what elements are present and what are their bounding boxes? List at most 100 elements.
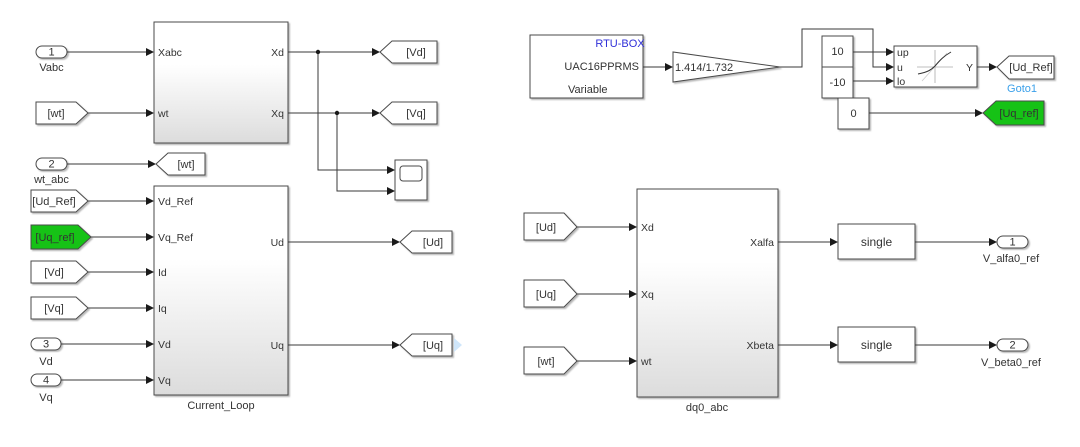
tag-label: [Vq]: [44, 303, 64, 315]
abc-to-dq-subsystem[interactable]: Xabc wt Xd Xq: [153, 21, 289, 144]
goto-tag-uq-ref[interactable]: [Uq_ref]: [982, 100, 1045, 126]
from-tag-wt-right[interactable]: [wt]: [523, 346, 578, 375]
rtu-box-block[interactable]: RTU-BOX UAC16PPRMS Variable: [529, 34, 645, 99]
convert-single-alfa[interactable]: single: [837, 223, 916, 260]
outport-name: V_beta0_ref: [981, 357, 1042, 369]
outport-number: 1: [1009, 237, 1015, 249]
inport-name: Vq: [39, 392, 52, 404]
port-label-xq: Xq: [271, 108, 284, 120]
convert-single-beta[interactable]: single: [837, 326, 916, 363]
from-tag-vd[interactable]: [Vd]: [30, 260, 89, 284]
port-label-wt: wt: [157, 108, 169, 120]
rtu-box-type: Variable: [568, 84, 608, 96]
port-label-xbeta: Xbeta: [747, 340, 775, 352]
tag-label: [wt]: [47, 108, 64, 120]
tag-label: [wt]: [177, 159, 194, 171]
inport-vd[interactable]: 3 Vd: [30, 337, 62, 368]
constant-zero[interactable]: 0: [837, 97, 870, 130]
inport-name: wt_abc: [33, 174, 69, 186]
tag-label: [Ud]: [423, 237, 443, 249]
port-label-u: u: [897, 62, 903, 74]
port-label-uq: Uq: [271, 340, 285, 352]
goto-tag-ud-ref[interactable]: [Ud_Ref] Goto1: [996, 55, 1055, 95]
goto-tag-vq[interactable]: [Vq]: [379, 101, 438, 125]
port-label-lo: lo: [897, 76, 905, 88]
tag-label: [Uq_ref]: [999, 108, 1038, 120]
branch-point: [334, 110, 340, 116]
port-label-ud: Ud: [271, 237, 285, 249]
from-tag-ud-ref[interactable]: [Ud_Ref]: [30, 189, 89, 213]
port-label-xalfa: Xalfa: [750, 237, 774, 249]
current-loop-subsystem[interactable]: Vd_Ref Vq_Ref Id Iq Vd Vq Ud Uq: [153, 185, 289, 396]
from-tag-uq[interactable]: [Uq]: [523, 279, 578, 308]
inport-number: 2: [48, 159, 54, 171]
from-tag-uq-ref[interactable]: [Uq_ref]: [30, 224, 92, 250]
tag-label: [Ud_Ref]: [32, 196, 75, 208]
gain-value: 1.414/1.732: [675, 62, 733, 74]
outport-v-alfa0-ref[interactable]: 1 V_alfa0_ref: [983, 235, 1040, 265]
goto-tag-vd[interactable]: [Vd]: [379, 40, 438, 64]
branch-point: [315, 49, 321, 55]
inport-number: 1: [48, 47, 54, 59]
constant-value: 10: [831, 46, 843, 58]
constant-value: 0: [850, 108, 856, 120]
branch-line-xq-scope[interactable]: [336, 113, 395, 195]
saturation-curve-icon: [917, 50, 953, 83]
scope-block[interactable]: [394, 159, 428, 201]
tag-label: [Vd]: [406, 47, 426, 59]
port-label-vd-ref: Vd_Ref: [158, 196, 193, 208]
inport-name: Vd: [39, 356, 52, 368]
goto-tag-wt[interactable]: [wt]: [155, 152, 206, 176]
selection-hint-icon: [454, 338, 462, 352]
inport-wt-abc[interactable]: 2 wt_abc: [33, 157, 69, 186]
from-tag-vq[interactable]: [Vq]: [30, 296, 89, 320]
inport-vq[interactable]: 4 Vq: [30, 373, 62, 404]
signal-line-gain-to-u[interactable]: [780, 28, 894, 71]
inport-vabc[interactable]: 1 Vabc: [35, 45, 68, 74]
tag-label: [Uq_ref]: [35, 232, 74, 244]
from-tag-wt[interactable]: [wt]: [35, 101, 89, 125]
outport-name: V_alfa0_ref: [983, 253, 1040, 265]
gain-block[interactable]: 1.414/1.732: [672, 51, 781, 83]
constant-lower-neg10[interactable]: -10: [821, 66, 854, 99]
goto-tag-uq[interactable]: [Uq]: [399, 333, 462, 357]
port-label-up: up: [897, 47, 909, 59]
port-label-id: Id: [158, 267, 167, 279]
convert-label: single: [861, 338, 893, 352]
goto-tag-ud[interactable]: [Ud]: [399, 230, 453, 254]
dq0-abc-subsystem[interactable]: Xd Xq wt Xalfa Xbeta: [636, 188, 779, 398]
outport-number: 2: [1009, 340, 1015, 352]
scope-icon: [399, 165, 423, 182]
goto-name: Goto1: [1007, 83, 1037, 95]
block-name-current-loop[interactable]: Current_Loop: [187, 400, 254, 412]
saturation-dynamic-block[interactable]: up u lo Y: [893, 45, 978, 88]
tag-label: [Vd]: [44, 267, 64, 279]
port-label-wt: wt: [640, 356, 652, 368]
port-label-xd: Xd: [271, 47, 284, 59]
port-label-vq-ref: Vq_Ref: [158, 232, 193, 244]
port-label-iq: Iq: [158, 303, 167, 315]
tag-label: [wt]: [537, 356, 554, 368]
inport-name: Vabc: [39, 62, 64, 74]
constant-upper-10[interactable]: 10: [821, 35, 854, 68]
inport-number: 4: [43, 375, 49, 387]
port-label-xq: Xq: [641, 289, 654, 301]
port-label-xabc: Xabc: [158, 47, 182, 59]
convert-label: single: [861, 235, 893, 249]
port-label-vd: Vd: [158, 339, 171, 351]
tag-label: [Ud_Ref]: [1009, 62, 1052, 74]
rtu-box-port: UAC16PPRMS: [564, 61, 639, 73]
tag-label: [Uq]: [423, 340, 443, 352]
rtu-box-title: RTU-BOX: [595, 38, 645, 50]
block-name-dq0-abc[interactable]: dq0_abc: [686, 402, 729, 414]
constant-value: -10: [830, 77, 846, 89]
port-label-xd: Xd: [641, 222, 654, 234]
port-label-vq: Vq: [158, 375, 171, 387]
outport-v-beta0-ref[interactable]: 2 V_beta0_ref: [981, 338, 1042, 369]
branch-line-xd-scope[interactable]: [317, 52, 395, 174]
tag-label: [Ud]: [536, 222, 556, 234]
port-label-y: Y: [966, 62, 973, 74]
from-tag-ud[interactable]: [Ud]: [523, 212, 578, 241]
tag-label: [Uq]: [536, 289, 556, 301]
